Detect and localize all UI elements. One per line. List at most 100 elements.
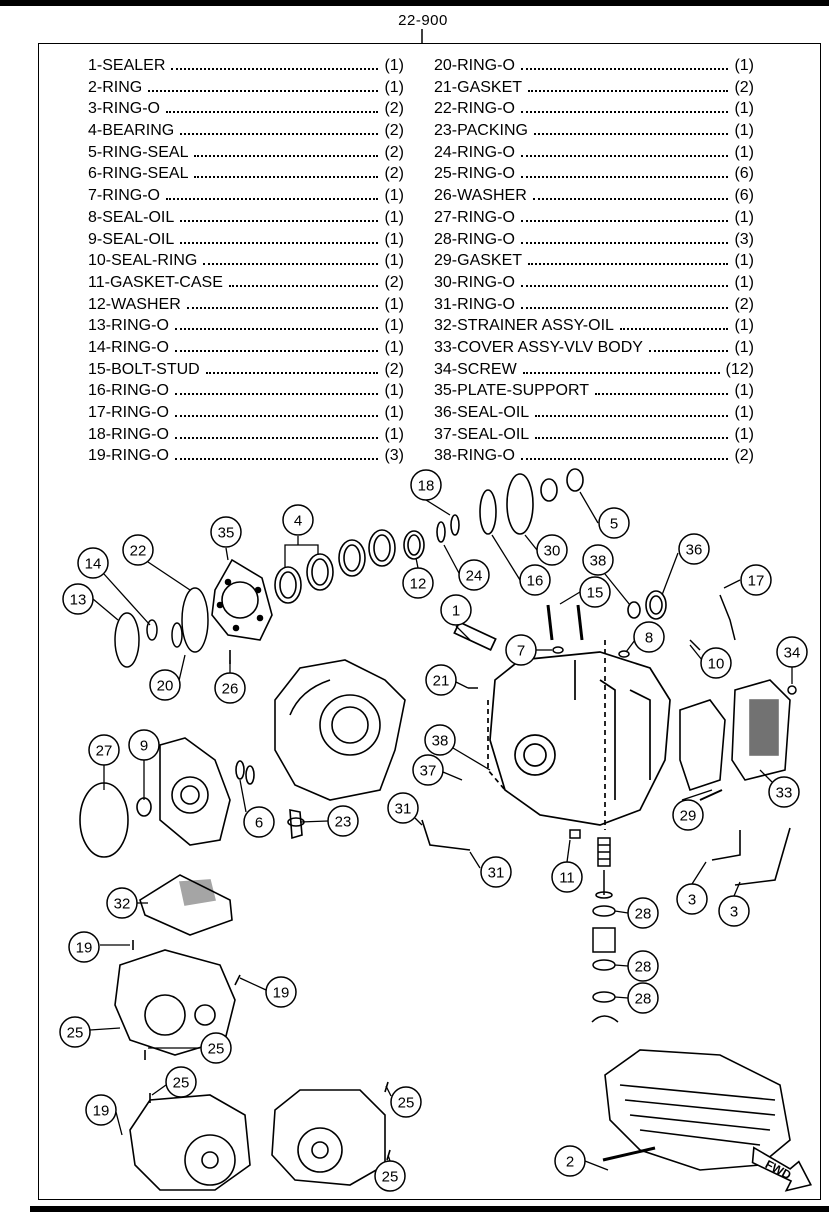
part-row: 25-RING-O(6) bbox=[434, 163, 754, 185]
callout-5: 5 bbox=[598, 507, 630, 539]
callout-36: 36 bbox=[678, 533, 710, 565]
part-name: 5-RING-SEAL bbox=[88, 143, 189, 161]
callout-20: 20 bbox=[149, 669, 181, 701]
callout-32: 32 bbox=[106, 887, 138, 919]
part-row: 11-GASKET-CASE (2) bbox=[88, 272, 404, 294]
callout-28: 28 bbox=[627, 950, 659, 982]
callout-circle bbox=[424, 724, 456, 756]
part-row: 29-GASKET(1) bbox=[434, 250, 754, 272]
oil-strainer bbox=[139, 874, 233, 936]
leader-dots bbox=[520, 241, 729, 244]
part-name: 23-PACKING bbox=[434, 122, 528, 140]
callout-leader bbox=[723, 579, 741, 589]
part-name: 19-RING-O bbox=[88, 447, 169, 465]
callout-leader bbox=[151, 1084, 167, 1096]
callout-circle bbox=[676, 883, 708, 915]
part-name: 15-BOLT-STUD bbox=[88, 360, 200, 378]
callout-number: 25 bbox=[382, 1169, 399, 1186]
callout-number: 35 bbox=[218, 525, 235, 542]
callout-circle bbox=[768, 776, 800, 808]
callout-circle bbox=[402, 567, 434, 599]
part-name: 17-RING-O bbox=[88, 404, 169, 421]
leader-dots bbox=[180, 241, 379, 244]
part-qty: (1) bbox=[734, 273, 754, 291]
callout-number: 34 bbox=[784, 645, 801, 662]
callout-8: 8 bbox=[633, 621, 665, 653]
bottom-middle-case bbox=[271, 1081, 391, 1186]
leader-dots bbox=[533, 133, 729, 136]
callout-leader bbox=[239, 779, 247, 813]
part-row: 34-SCREW(12) bbox=[434, 359, 754, 381]
callout-circle bbox=[551, 861, 583, 893]
callout-25: 25 bbox=[374, 1160, 406, 1192]
callout-circle bbox=[387, 792, 419, 824]
part-row: 1-SEALER(1) bbox=[88, 55, 404, 77]
part-name: 36-SEAL-OIL bbox=[434, 404, 530, 421]
callout-number: 21 bbox=[433, 673, 450, 690]
part-row: 15-BOLT-STUD(2) bbox=[88, 359, 404, 381]
callout-number: 19 bbox=[76, 940, 93, 957]
part-row: 20-RING-O(1) bbox=[434, 55, 754, 77]
leader-dots bbox=[174, 436, 379, 439]
part-qty: (2) bbox=[384, 143, 404, 161]
part-row: 19-RING-O (3) bbox=[88, 445, 404, 467]
callout-35: 35 bbox=[210, 516, 242, 548]
callout-number: 25 bbox=[398, 1095, 415, 1112]
part-name: 4-BEARING bbox=[88, 122, 175, 140]
diagram-frame bbox=[38, 43, 821, 1200]
pipes bbox=[421, 819, 791, 886]
leader-lines bbox=[89, 491, 793, 1171]
leader-dots bbox=[520, 306, 729, 309]
leader-dots bbox=[520, 68, 729, 70]
callout-10: 10 bbox=[700, 647, 732, 679]
leader-dots bbox=[174, 349, 379, 352]
callout-leader bbox=[566, 839, 571, 863]
callout-number: 31 bbox=[395, 801, 412, 818]
callout-circle bbox=[88, 734, 120, 766]
fasteners bbox=[468, 594, 797, 839]
callout-number: 10 bbox=[708, 656, 725, 673]
part-qty: (3) bbox=[384, 447, 404, 465]
part-qty: (1) bbox=[734, 208, 754, 226]
callout-circle bbox=[85, 1094, 117, 1126]
callout-number: 33 bbox=[776, 785, 793, 802]
callout-leader bbox=[225, 547, 229, 561]
bottom-left-case bbox=[129, 1093, 251, 1191]
callout-38: 38 bbox=[424, 724, 456, 756]
callout-leader bbox=[691, 861, 707, 885]
callout-number: 13 bbox=[70, 592, 87, 609]
callout-number: 5 bbox=[610, 516, 618, 533]
part-qty: (1) bbox=[384, 187, 404, 205]
callout-circle bbox=[627, 897, 659, 929]
part-row: 14-RING-O(1) bbox=[88, 337, 404, 359]
callout-leader bbox=[559, 591, 581, 605]
callout-leader bbox=[455, 625, 471, 641]
callout-circle bbox=[700, 647, 732, 679]
callout-circle bbox=[210, 516, 242, 548]
callout-circle bbox=[633, 621, 665, 653]
oil-pump bbox=[79, 737, 305, 858]
part-qty: (2) bbox=[384, 100, 404, 118]
callout-number: 8 bbox=[645, 630, 653, 647]
callout-leader bbox=[387, 1154, 391, 1162]
part-name: 12-WASHER bbox=[88, 295, 181, 313]
bearings-group bbox=[274, 468, 667, 620]
callout-13: 13 bbox=[62, 583, 94, 615]
callout-circle bbox=[327, 805, 359, 837]
part-name: 25-RING-O bbox=[434, 165, 515, 183]
part-row: 18-RING-O(1) bbox=[88, 424, 404, 446]
callout-3: 3 bbox=[676, 883, 708, 915]
part-row: 21-GASKET(2) bbox=[434, 77, 754, 99]
part-name: 11-GASKET-CASE bbox=[88, 273, 223, 291]
part-row: 27-RING-O(1) bbox=[434, 207, 754, 229]
part-name: 22-RING-O bbox=[434, 100, 515, 118]
part-row: 6-RING-SEAL(2) bbox=[88, 163, 404, 185]
callout-4: 4 bbox=[282, 504, 314, 536]
part-qty: (2) bbox=[384, 273, 404, 291]
callout-number: 1 bbox=[452, 603, 460, 620]
callout-12: 12 bbox=[402, 567, 434, 599]
part-name: 31-RING-O bbox=[434, 295, 515, 313]
part-qty: (6) bbox=[734, 187, 754, 205]
callout-circle bbox=[440, 594, 472, 626]
callout-circle bbox=[627, 950, 659, 982]
